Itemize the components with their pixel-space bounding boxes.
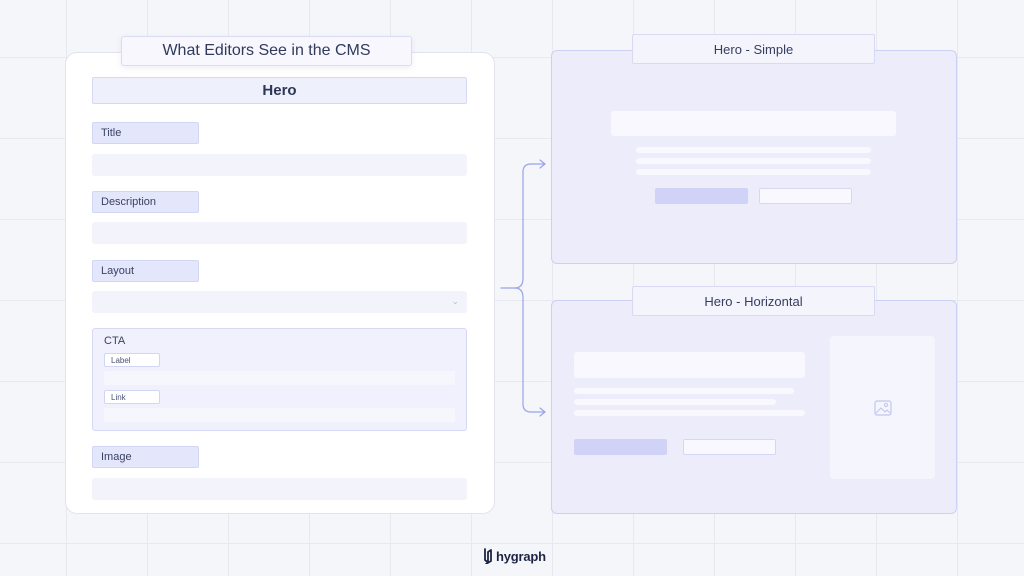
horizontal-text-line: [574, 388, 794, 394]
simple-text-line: [636, 158, 871, 164]
layout-connector-arrows: [500, 159, 546, 417]
cta-group: CTA Label Link: [92, 328, 467, 431]
horizontal-text-line: [574, 399, 776, 405]
horizontal-headline-block: [574, 352, 805, 378]
simple-headline-block: [611, 111, 896, 136]
hygraph-wordmark: hygraph: [496, 548, 546, 564]
cta-group-label: CTA: [104, 335, 126, 347]
arrowhead-simple: [539, 159, 546, 169]
cta-label-input[interactable]: [104, 371, 455, 385]
cta-link-field-label: Link: [104, 390, 160, 404]
layout-select[interactable]: ⌄: [92, 291, 467, 313]
image-icon: [873, 399, 892, 416]
connector-branch-simple: [514, 163, 546, 289]
horizontal-primary-button: [574, 439, 667, 455]
cta-link-input[interactable]: [104, 408, 455, 422]
title-field-label: Title: [92, 122, 199, 144]
hygraph-logo: hygraph: [483, 546, 546, 566]
chevron-down-icon: ⌄: [451, 296, 459, 306]
description-field-label: Description: [92, 191, 199, 213]
hero-horizontal-title: Hero - Horizontal: [632, 286, 875, 316]
title-input[interactable]: [92, 154, 467, 176]
simple-secondary-button: [759, 188, 852, 204]
simple-text-line: [636, 169, 871, 175]
connector-branch-horizontal: [514, 287, 546, 413]
hero-simple-title: Hero - Simple: [632, 34, 875, 64]
hygraph-logo-icon: [484, 548, 492, 564]
simple-primary-button: [655, 188, 748, 204]
image-input[interactable]: [92, 478, 467, 500]
image-field-label: Image: [92, 446, 199, 468]
description-input[interactable]: [92, 222, 467, 244]
hero-simple-preview: [551, 50, 957, 264]
simple-text-line: [636, 147, 871, 153]
cms-panel-title: What Editors See in the CMS: [121, 36, 412, 66]
horizontal-image-placeholder: [830, 336, 935, 479]
hero-horizontal-preview: [551, 300, 957, 514]
layout-field-label: Layout: [92, 260, 199, 282]
arrowhead-horizontal: [539, 407, 546, 417]
horizontal-text-line: [574, 410, 805, 416]
horizontal-secondary-button: [683, 439, 776, 455]
cta-label-field-label: Label: [104, 353, 160, 367]
component-heading: Hero: [92, 77, 467, 104]
